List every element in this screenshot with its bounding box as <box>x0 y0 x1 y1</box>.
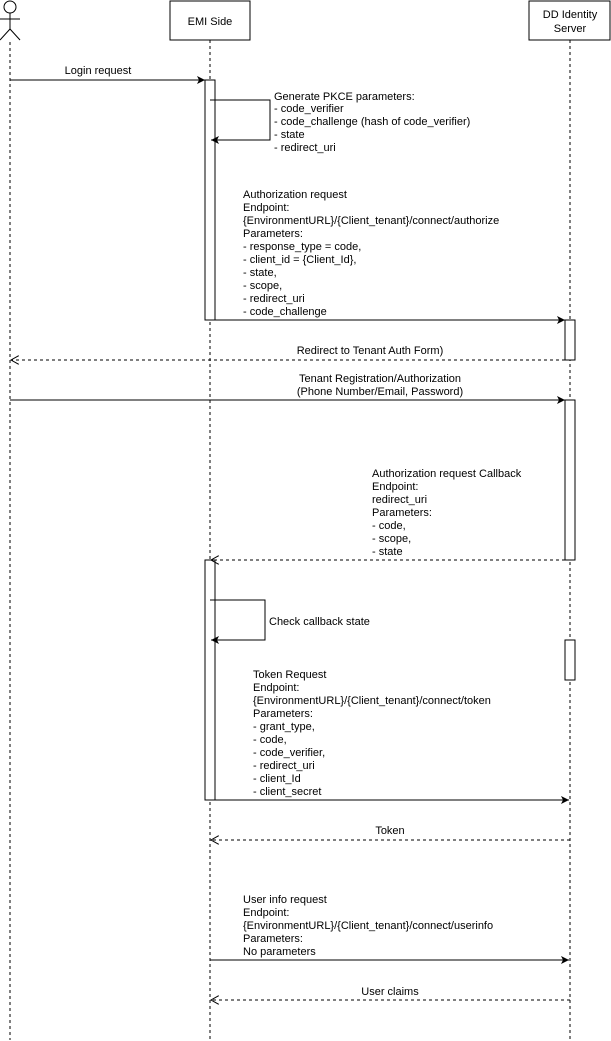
tenant-auth-label-line1: Tenant Registration/Authorization <box>299 373 461 385</box>
redirect-label: Redirect to Tenant Auth Form) <box>297 345 444 357</box>
callback-line: redirect_uri <box>372 494 427 506</box>
authz-line: Parameters: <box>243 228 303 240</box>
dd-activation-2 <box>564 399 576 561</box>
token-label: Token <box>375 825 404 837</box>
token-req-line: - client_secret <box>253 786 321 798</box>
pkce-line: - state <box>274 129 305 141</box>
pkce-line: - code_verifier <box>274 103 344 115</box>
userinfo-line: {EnvironmentURL}/{Client_tenant}/connect… <box>243 920 493 932</box>
check-state-label: Check callback state <box>269 616 370 628</box>
authz-line: Endpoint: <box>243 202 289 214</box>
token-req-line: - code_verifier, <box>253 747 325 759</box>
user-actor-icon <box>0 0 21 41</box>
callback-line: - scope, <box>372 533 411 545</box>
userinfo-line: User info request <box>243 894 327 906</box>
dd-activation-3 <box>564 639 576 681</box>
userinfo-line: Endpoint: <box>243 907 289 919</box>
pkce-line: Generate PKCE parameters: <box>274 91 415 103</box>
token-request-label: Token Request Endpoint: {EnvironmentURL}… <box>253 669 491 798</box>
token-req-line: - client_Id <box>253 773 301 785</box>
emi-activation-2 <box>204 559 216 801</box>
userinfo-line: Parameters: <box>243 933 303 945</box>
dd-activation-1 <box>564 319 576 361</box>
callback-line: - code, <box>372 520 406 532</box>
authz-line: - code_challenge <box>243 306 327 318</box>
emi-participant-box <box>169 0 251 41</box>
check-state-self-arrow <box>210 599 266 644</box>
authz-line: {EnvironmentURL}/{Client_tenant}/connect… <box>243 215 499 227</box>
user-claims-label: User claims <box>361 986 419 998</box>
tenant-auth-label-line2: (Phone Number/Email, Password) <box>297 386 463 398</box>
authz-line: - client_id = {Client_Id}, <box>243 254 356 266</box>
token-req-line: Token Request <box>253 669 326 681</box>
emi-participant-label: EMI Side <box>188 16 233 28</box>
authz-line: Authorization request <box>243 189 347 201</box>
token-req-line: - code, <box>253 734 287 746</box>
callback-line: Authorization request Callback <box>372 468 522 480</box>
authz-line: - response_type = code, <box>243 241 361 253</box>
authz-request-label: Authorization request Endpoint: {Environ… <box>243 189 499 318</box>
pkce-line: - code_challenge (hash of code_verifier) <box>274 116 470 128</box>
authz-line: - state, <box>243 267 277 279</box>
callback-line: Parameters: <box>372 507 432 519</box>
token-req-line: - grant_type, <box>253 721 315 733</box>
token-req-line: {EnvironmentURL}/{Client_tenant}/connect… <box>253 695 491 707</box>
authz-line: - redirect_uri <box>243 293 305 305</box>
emi-activation-1 <box>204 79 216 321</box>
token-req-line: Parameters: <box>253 708 313 720</box>
login-request-label: Login request <box>65 65 132 77</box>
token-req-line: - redirect_uri <box>253 760 315 772</box>
userinfo-line: No parameters <box>243 946 316 958</box>
pkce-self-arrow <box>210 99 271 144</box>
callback-line: - state <box>372 546 403 558</box>
pkce-line: - redirect_uri <box>274 142 336 154</box>
dd-participant-label-line1: DD Identity <box>543 9 598 21</box>
userinfo-request-label: User info request Endpoint: {Environment… <box>243 894 493 958</box>
authz-line: - scope, <box>243 280 282 292</box>
callback-label: Authorization request Callback Endpoint:… <box>372 468 522 558</box>
token-req-line: Endpoint: <box>253 682 299 694</box>
pkce-label: Generate PKCE parameters: - code_verifie… <box>274 91 470 154</box>
dd-participant-box <box>528 0 611 41</box>
dd-participant-label-line2: Server <box>554 23 587 35</box>
callback-line: Endpoint: <box>372 481 418 493</box>
